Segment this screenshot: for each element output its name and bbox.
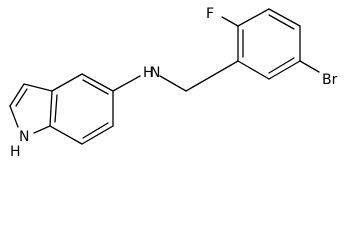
bond-c2-f	[221, 16, 239, 27]
bond-c5-nh	[112, 75, 141, 92]
bromine-label: Br	[322, 72, 338, 88]
amine-h-label: H	[143, 65, 154, 81]
bond-c4-c5-double	[82, 79, 109, 95]
bond-c5-br	[299, 60, 320, 73]
halophenyl-ring	[221, 8, 320, 80]
amine-n-label: N	[150, 65, 160, 81]
indole-benzene-ring	[49, 73, 114, 145]
bond-c2-c3	[237, 8, 270, 27]
bond-c7-c7a	[49, 125, 83, 145]
bond-c3-c4-double	[268, 14, 295, 30]
bond-c2-c3	[9, 83, 25, 107]
atom-labels: H N H N F Br	[10, 6, 338, 159]
bond-c6-c1	[237, 60, 270, 80]
bond-ch2-c1prime	[185, 60, 239, 92]
pyrrole-ring	[9, 83, 53, 134]
bond-c3-c4	[268, 8, 301, 27]
bond-c5-c6-double	[268, 57, 295, 74]
bond-c4-c5	[81, 73, 114, 92]
bond-c3-c3a	[23, 83, 53, 92]
structure-canvas: H N H N F Br	[9, 6, 338, 159]
bond-c3a-c7a	[49, 90, 53, 127]
bond-c2-c3-double	[15, 88, 28, 107]
bond-c5-c6	[268, 60, 301, 80]
amine-linker	[112, 60, 239, 92]
fluorine-label: F	[206, 6, 214, 22]
bond-c3a-c4	[51, 73, 83, 92]
bond-c6-c7-double	[82, 122, 109, 139]
bond-nh-ch2	[159, 75, 187, 92]
molecule-structure: H N H N F Br	[9, 6, 338, 159]
bond-c6-c7	[81, 125, 114, 145]
indole-nh-label: H	[10, 144, 21, 159]
bond-n1-c7a	[33, 125, 51, 134]
bond-n1-c2	[9, 105, 19, 128]
indole-n-label: N	[19, 129, 29, 145]
bond-c3a-c7a-double	[54, 94, 58, 123]
